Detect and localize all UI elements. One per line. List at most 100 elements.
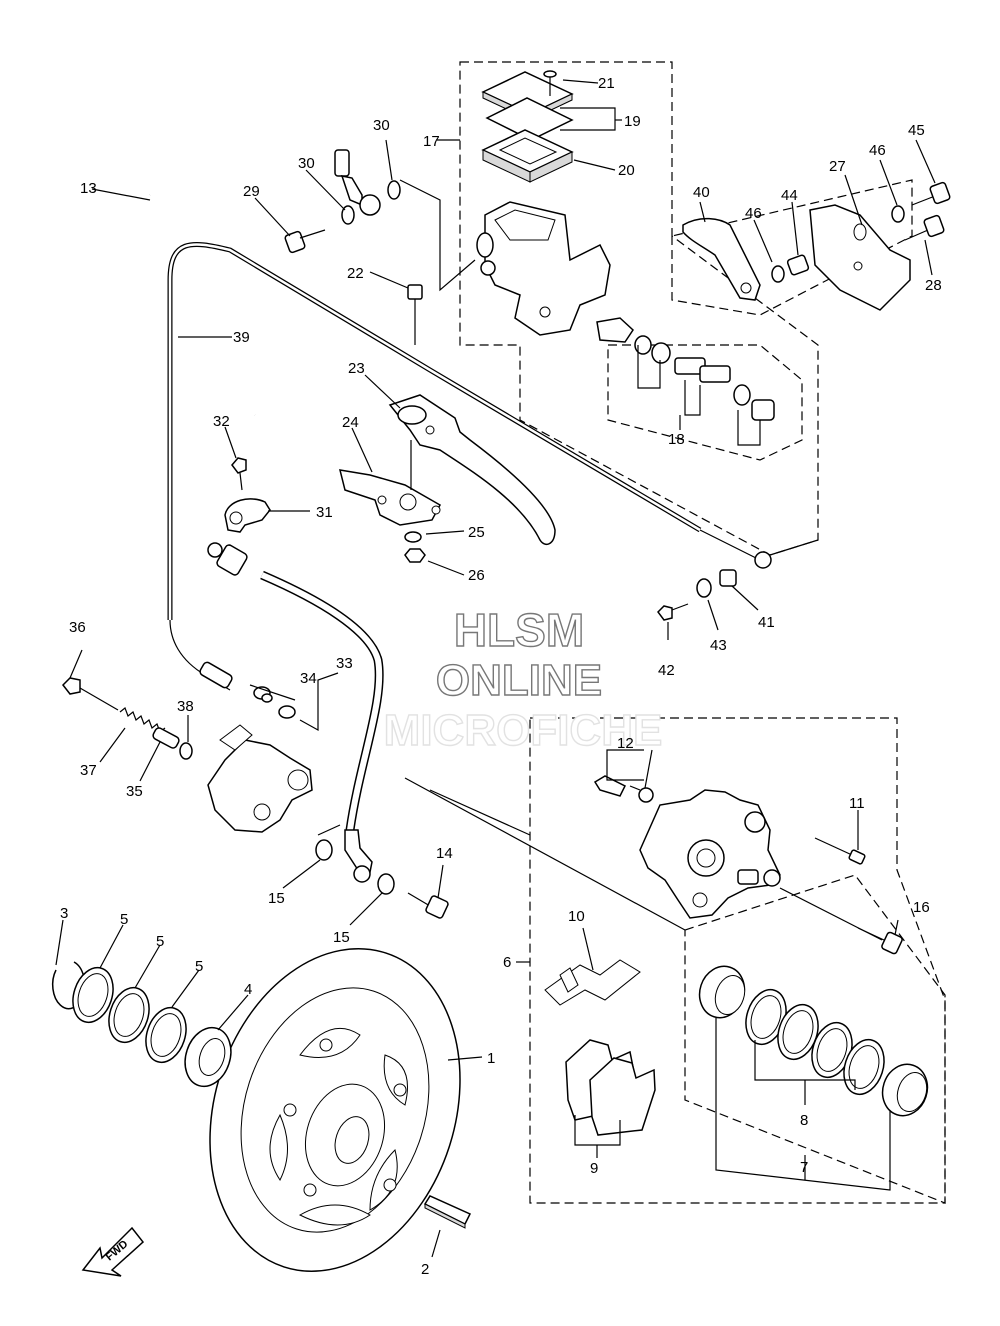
label-26: 26	[468, 567, 485, 584]
boot-34c	[261, 693, 273, 703]
piston-kit	[596, 317, 775, 421]
shim-washer-3	[145, 1006, 187, 1064]
label-20: 20	[618, 162, 635, 179]
spring-37	[119, 707, 166, 733]
label-36: 36	[69, 619, 86, 636]
hose-clamp	[224, 498, 271, 533]
brake-lever	[388, 394, 556, 546]
label-24: 24	[342, 414, 359, 431]
brake-hose-lower	[260, 570, 384, 883]
kit-18-box	[607, 344, 803, 461]
bolt-28	[904, 214, 945, 241]
piston-seal-2	[777, 1003, 819, 1061]
label-28: 28	[925, 277, 942, 294]
master-cylinder-body	[476, 201, 611, 336]
label-5-a: 5	[120, 911, 128, 928]
label-17: 17	[423, 133, 440, 150]
caliper-group-box	[529, 717, 946, 1204]
label-14: 14	[436, 845, 453, 862]
label-1: 1	[487, 1050, 495, 1067]
label-18: 18	[668, 431, 685, 448]
label-6: 6	[503, 954, 511, 971]
label-25: 25	[468, 524, 485, 541]
watermark-line-2: ONLINE	[436, 656, 602, 705]
cable	[167, 242, 772, 691]
label-13: 13	[80, 180, 97, 197]
bolt-22	[407, 284, 423, 345]
washer-46b	[891, 205, 905, 223]
washer-15a	[315, 839, 333, 861]
label-23: 23	[348, 360, 365, 377]
brake-pad-2	[589, 1057, 656, 1136]
copper-washer-30b	[387, 180, 401, 200]
label-15-left: 15	[268, 890, 285, 907]
label-46-left: 46	[745, 205, 762, 222]
pin-35	[152, 727, 180, 749]
label-31: 31	[316, 504, 333, 521]
copper-washer-30a	[341, 205, 355, 225]
piston-seal-group-box	[684, 874, 946, 1204]
label-5-c: 5	[195, 958, 203, 975]
shim-washer-2	[108, 986, 150, 1044]
label-2: 2	[421, 1261, 429, 1278]
label-42: 42	[658, 662, 675, 679]
hose-fitting-top	[334, 149, 381, 216]
bolt-16	[857, 927, 903, 955]
brake-disc	[209, 948, 461, 1272]
label-33: 33	[336, 655, 353, 672]
label-15-right: 15	[333, 929, 350, 946]
label-8: 8	[800, 1112, 808, 1129]
label-27: 27	[829, 158, 846, 175]
piston-seal-1	[745, 988, 787, 1046]
label-22: 22	[347, 265, 364, 282]
label-3: 3	[60, 905, 68, 922]
piston-seal-3	[811, 1021, 853, 1079]
label-10: 10	[568, 908, 585, 925]
label-44: 44	[781, 187, 798, 204]
diaphragm	[481, 129, 574, 183]
part-labels: 21 19 20 17 13 30 30 29 22 39 23 24 32 3…	[60, 75, 942, 1278]
caliper-piston-1	[698, 965, 746, 1019]
caliper-bracket	[207, 724, 313, 833]
washer-15b	[377, 873, 395, 895]
label-21: 21	[598, 75, 615, 92]
shim-washer-1	[72, 966, 114, 1024]
collar	[184, 1026, 232, 1088]
label-30-left: 30	[298, 155, 315, 172]
washer-25	[404, 531, 422, 543]
washer-38	[179, 742, 193, 760]
label-45: 45	[908, 122, 925, 139]
leader-lines	[55, 79, 936, 1258]
pin-11	[814, 837, 866, 865]
label-32: 32	[213, 413, 230, 430]
watermark-line-1: HLSM	[454, 604, 584, 656]
brake-hose-upper	[114, 76, 346, 576]
clutch-cable-upper	[254, 413, 361, 476]
label-30-right: 30	[373, 117, 390, 134]
key	[423, 1195, 472, 1229]
washer-43	[696, 578, 712, 598]
bolt-42	[657, 603, 689, 621]
label-46-right: 46	[869, 142, 886, 159]
nut-26	[404, 548, 426, 563]
screw-32	[231, 457, 247, 491]
banjo-bolt	[284, 229, 326, 254]
cable-holder	[338, 469, 442, 526]
bracket-27	[809, 204, 911, 311]
label-4: 4	[244, 981, 252, 998]
label-7: 7	[800, 1159, 808, 1176]
lever-40	[682, 217, 761, 301]
label-12: 12	[617, 735, 634, 752]
caliper-piston-2	[881, 1063, 929, 1117]
boot-34b	[278, 705, 296, 719]
label-19: 19	[624, 113, 641, 130]
cap-plate	[485, 97, 574, 141]
screw-21	[543, 70, 557, 96]
label-16: 16	[913, 899, 930, 916]
label-29: 29	[243, 183, 260, 200]
label-41: 41	[758, 614, 775, 631]
bolt-14	[407, 892, 449, 919]
label-9: 9	[590, 1160, 598, 1177]
caliper-body	[639, 789, 781, 919]
